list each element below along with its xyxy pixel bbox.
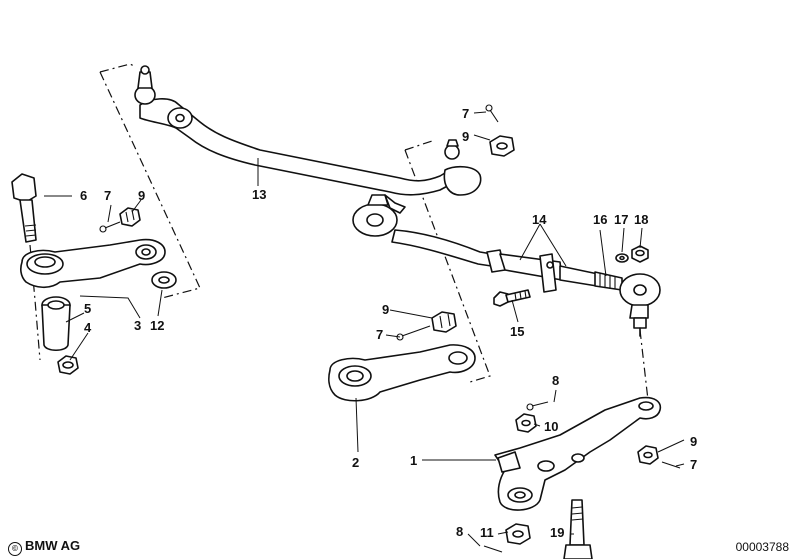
cotter-pin-8-bottom [483, 545, 503, 553]
diagram-number: 00003788 [735, 540, 789, 554]
callout-8-top: 8 [552, 373, 559, 388]
idler-bracket [494, 396, 662, 511]
copyright-symbol: © [8, 542, 22, 556]
callout-7-right: 7 [690, 457, 697, 472]
callout-9-top: 9 [462, 129, 469, 144]
callout-9-center: 9 [382, 302, 389, 317]
cotter-pin-7-top [485, 104, 499, 123]
idler-arm [20, 238, 166, 289]
bolt-15 [493, 289, 531, 307]
callout-19: 19 [550, 525, 564, 540]
nut-11 [505, 523, 531, 545]
axis-line-tie-rod-end [639, 329, 649, 401]
callout-9-right: 9 [690, 434, 697, 449]
nut-4 [57, 355, 79, 375]
nut-9-right [637, 445, 659, 465]
assembly-bracket-right [404, 139, 491, 383]
nut-9-center [431, 311, 457, 333]
cotter-pin-8-top [526, 401, 549, 411]
callout-7-top: 7 [462, 106, 469, 121]
tie-rod-end [594, 271, 661, 337]
brand-name: BMW AG [25, 538, 81, 553]
callout-15: 15 [510, 324, 524, 339]
washer-17 [615, 253, 629, 263]
callout-5: 5 [84, 301, 91, 316]
center-tie-rod [134, 65, 482, 196]
callout-11: 11 [480, 525, 494, 540]
callout-16: 16 [593, 212, 607, 227]
callout-7-left: 7 [104, 188, 111, 203]
washer-12 [151, 271, 177, 289]
assembly-bracket-left [99, 63, 201, 299]
cotter-pin-7-center [396, 325, 431, 341]
callout-8-bottom: 8 [456, 524, 463, 539]
nut-10 [515, 413, 537, 433]
leader-lines [44, 111, 685, 547]
tie-rod-right [352, 194, 599, 293]
callout-18: 18 [634, 212, 648, 227]
nut-9-top [489, 135, 515, 157]
bolt-19 [563, 499, 593, 559]
callout-13: 13 [252, 187, 266, 202]
callout-9-left: 9 [138, 188, 145, 203]
callout-17: 17 [614, 212, 628, 227]
cotter-pin-7-right [661, 461, 681, 469]
cotter-pin-7-left [99, 221, 121, 233]
callout-7-center: 7 [376, 327, 383, 342]
callout-14: 14 [532, 212, 547, 227]
nut-18 [631, 245, 649, 263]
callout-6: 6 [80, 188, 87, 203]
callout-labels: 1 2 3 4 5 6 7 9 12 13 7 9 14 16 17 18 15… [80, 106, 697, 540]
bushing-5 [41, 296, 71, 352]
copyright-notice: ©BMW AG [8, 538, 80, 556]
callout-3: 3 [134, 318, 141, 333]
callout-12: 12 [150, 318, 164, 333]
callout-2: 2 [352, 455, 359, 470]
callout-1: 1 [410, 453, 417, 468]
pitman-arm [328, 344, 476, 402]
callout-4: 4 [84, 320, 92, 335]
nut-9-left [119, 207, 141, 227]
bolt-6 [11, 173, 37, 243]
callout-10: 10 [544, 419, 558, 434]
axis-line-bolt-6 [29, 244, 41, 361]
